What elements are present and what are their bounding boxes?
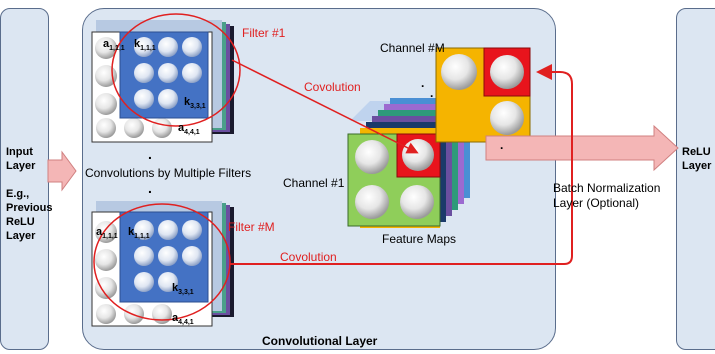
input-balls-top	[95, 37, 172, 138]
batch-norm-label-1: Batch Normalization	[553, 181, 661, 195]
dots-upper: .	[148, 146, 152, 162]
conv-layer-title: Convolutional Layer	[262, 334, 378, 348]
filter-1-label: Filter #1	[242, 26, 286, 40]
convolution-arrows	[230, 59, 573, 265]
k-first-bottom: k1,1,1	[128, 226, 150, 241]
k-first-top: k1,1,1	[134, 38, 156, 53]
multi-filters-label: Convolutions by Multiple Filters	[85, 166, 252, 180]
feature-maps-label: Feature Maps	[382, 232, 457, 246]
input-eg-2: Previous	[6, 202, 53, 214]
input-eg-4: Layer	[6, 230, 36, 242]
convolution-label-bottom: Covolution	[280, 250, 337, 264]
input-layer-title-1: Input	[6, 146, 33, 158]
feature-maps-stack	[347, 98, 490, 228]
filter-highlight-bottom	[93, 203, 231, 321]
batch-norm-label-2: Layer (Optional)	[553, 196, 640, 210]
a-last-bottom: a4,4,1	[172, 312, 194, 327]
dots-channel-1: .	[421, 76, 425, 90]
input-layer-title-2: Layer	[6, 160, 36, 172]
input-balls-bottom	[95, 221, 172, 324]
filter-highlight-top	[111, 13, 241, 127]
input-arrow	[47, 150, 77, 192]
channel-1-label: Channel #1	[283, 176, 345, 190]
dots-lower: .	[148, 180, 152, 196]
channel-m-label: Channel #M	[380, 41, 445, 55]
output-arrow	[485, 124, 679, 172]
a-last-top: a4,4,1	[178, 122, 200, 137]
k-last-top: k3,3,1	[184, 96, 206, 111]
filter-m-label: Filter #M	[228, 220, 275, 234]
filter-block-top	[91, 13, 241, 143]
input-layer-panel	[0, 8, 49, 350]
filter-block-bottom	[91, 201, 234, 327]
a-first-bottom: a1,1,1	[96, 226, 118, 241]
dots-channel-3: .	[500, 138, 504, 152]
kernel-balls-top	[134, 37, 202, 109]
channel-m-map	[435, 47, 531, 143]
convolution-label-top: Covolution	[304, 80, 361, 94]
dots-channel-2: .	[430, 86, 434, 100]
input-eg-1: E.g.,	[6, 188, 30, 200]
input-eg-3: ReLU	[6, 216, 35, 228]
kernel-balls-bottom	[134, 220, 202, 292]
relu-layer-panel	[676, 8, 715, 350]
relu-layer-title-2: Layer	[682, 160, 712, 172]
relu-layer-title-1: ReLU	[682, 146, 711, 158]
a-first-top: a1,1,1	[103, 38, 125, 53]
k-last-bottom: k3,3,1	[172, 282, 194, 297]
